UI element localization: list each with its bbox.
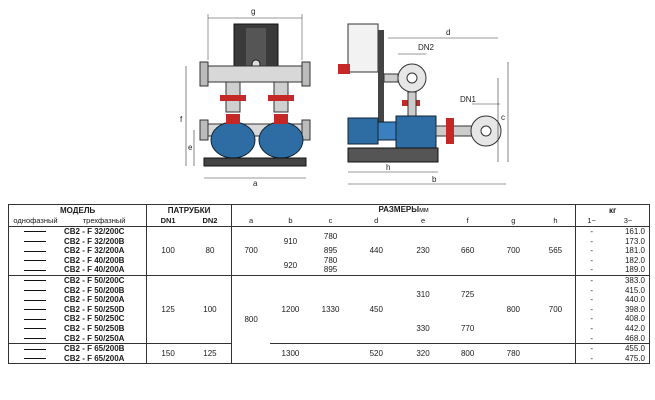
- header-f: f: [466, 216, 469, 225]
- table-row: CB2 - F 50/250B - 442.0: [7, 323, 651, 334]
- dim-f-front: f: [180, 115, 183, 124]
- header-h: h: [553, 216, 558, 225]
- table-row: CB2 - F 40/200B 920 780 - 182.0: [7, 255, 651, 270]
- dim-d-side: d: [446, 28, 450, 37]
- header-ports: ПАТРУБКИ: [146, 204, 232, 216]
- header-model: МОДЕЛЬ: [7, 204, 147, 216]
- front-view: g a f e: [180, 7, 311, 188]
- table-row: CB2 - F 32/200C 100 80 700 910 780 440 2…: [7, 226, 651, 276]
- header-three-phase: трехфазный: [82, 216, 126, 225]
- header-single-phase: однофазный: [7, 216, 62, 227]
- spec-table: МОДЕЛЬ ПАТРУБКИ РАЗМЕРЫмм кг однофазный …: [7, 204, 651, 364]
- header-kg1: 1~: [575, 216, 608, 227]
- side-view: d DN2 DN1 c h b: [338, 23, 509, 185]
- table-row: CB2 - F 40/200A 895 - 189.0: [7, 265, 651, 276]
- dim-dn2-side: DN2: [418, 43, 435, 52]
- header-dims: РАЗМЕРЫмм: [230, 204, 576, 216]
- header-kg: кг: [575, 204, 650, 216]
- header-c: c: [328, 216, 333, 225]
- table-row: CB2 - F 50/250C 330 770 - 408.0: [7, 314, 651, 333]
- dim-a-front: a: [253, 179, 258, 188]
- dim-dn1-side: DN1: [460, 95, 477, 104]
- table-row: CB2 - F 50/200A - 440.0: [7, 295, 651, 305]
- table-row: CB2 - F 32/200B - 173.0: [7, 236, 651, 247]
- dim-h-side: h: [386, 163, 390, 172]
- header-dn2: DN2: [202, 216, 218, 225]
- pump-station-drawing: g a f e: [180, 7, 509, 188]
- header-b: b: [288, 216, 293, 225]
- header-a: a: [230, 216, 271, 227]
- dim-e-front: e: [188, 143, 193, 152]
- dim-b-side: b: [432, 175, 437, 184]
- table-row: CB2 - F 50/250A - 468.0: [7, 333, 651, 344]
- table-row: CB2 - F 32/200A 895 - 181.0: [7, 246, 651, 256]
- table-row: CB2 - F 50/200C 125 100 800 1200 1330 45…: [7, 275, 651, 364]
- table-row: CB2 - F 65/200B 150 125 1300 520 320 800…: [7, 343, 651, 364]
- table-row: CB2 - F 50/250D - 398.0: [7, 304, 651, 315]
- header-kg3: 3~: [607, 216, 651, 227]
- header-dn1: DN1: [146, 216, 190, 227]
- header-g: g: [511, 216, 516, 225]
- table-row: CB2 - F 50/200B - 415.0: [7, 285, 651, 296]
- header-e: e: [420, 216, 426, 225]
- dim-c-side: c: [501, 113, 505, 122]
- header-d: d: [374, 216, 379, 225]
- dim-g-front: g: [251, 7, 255, 16]
